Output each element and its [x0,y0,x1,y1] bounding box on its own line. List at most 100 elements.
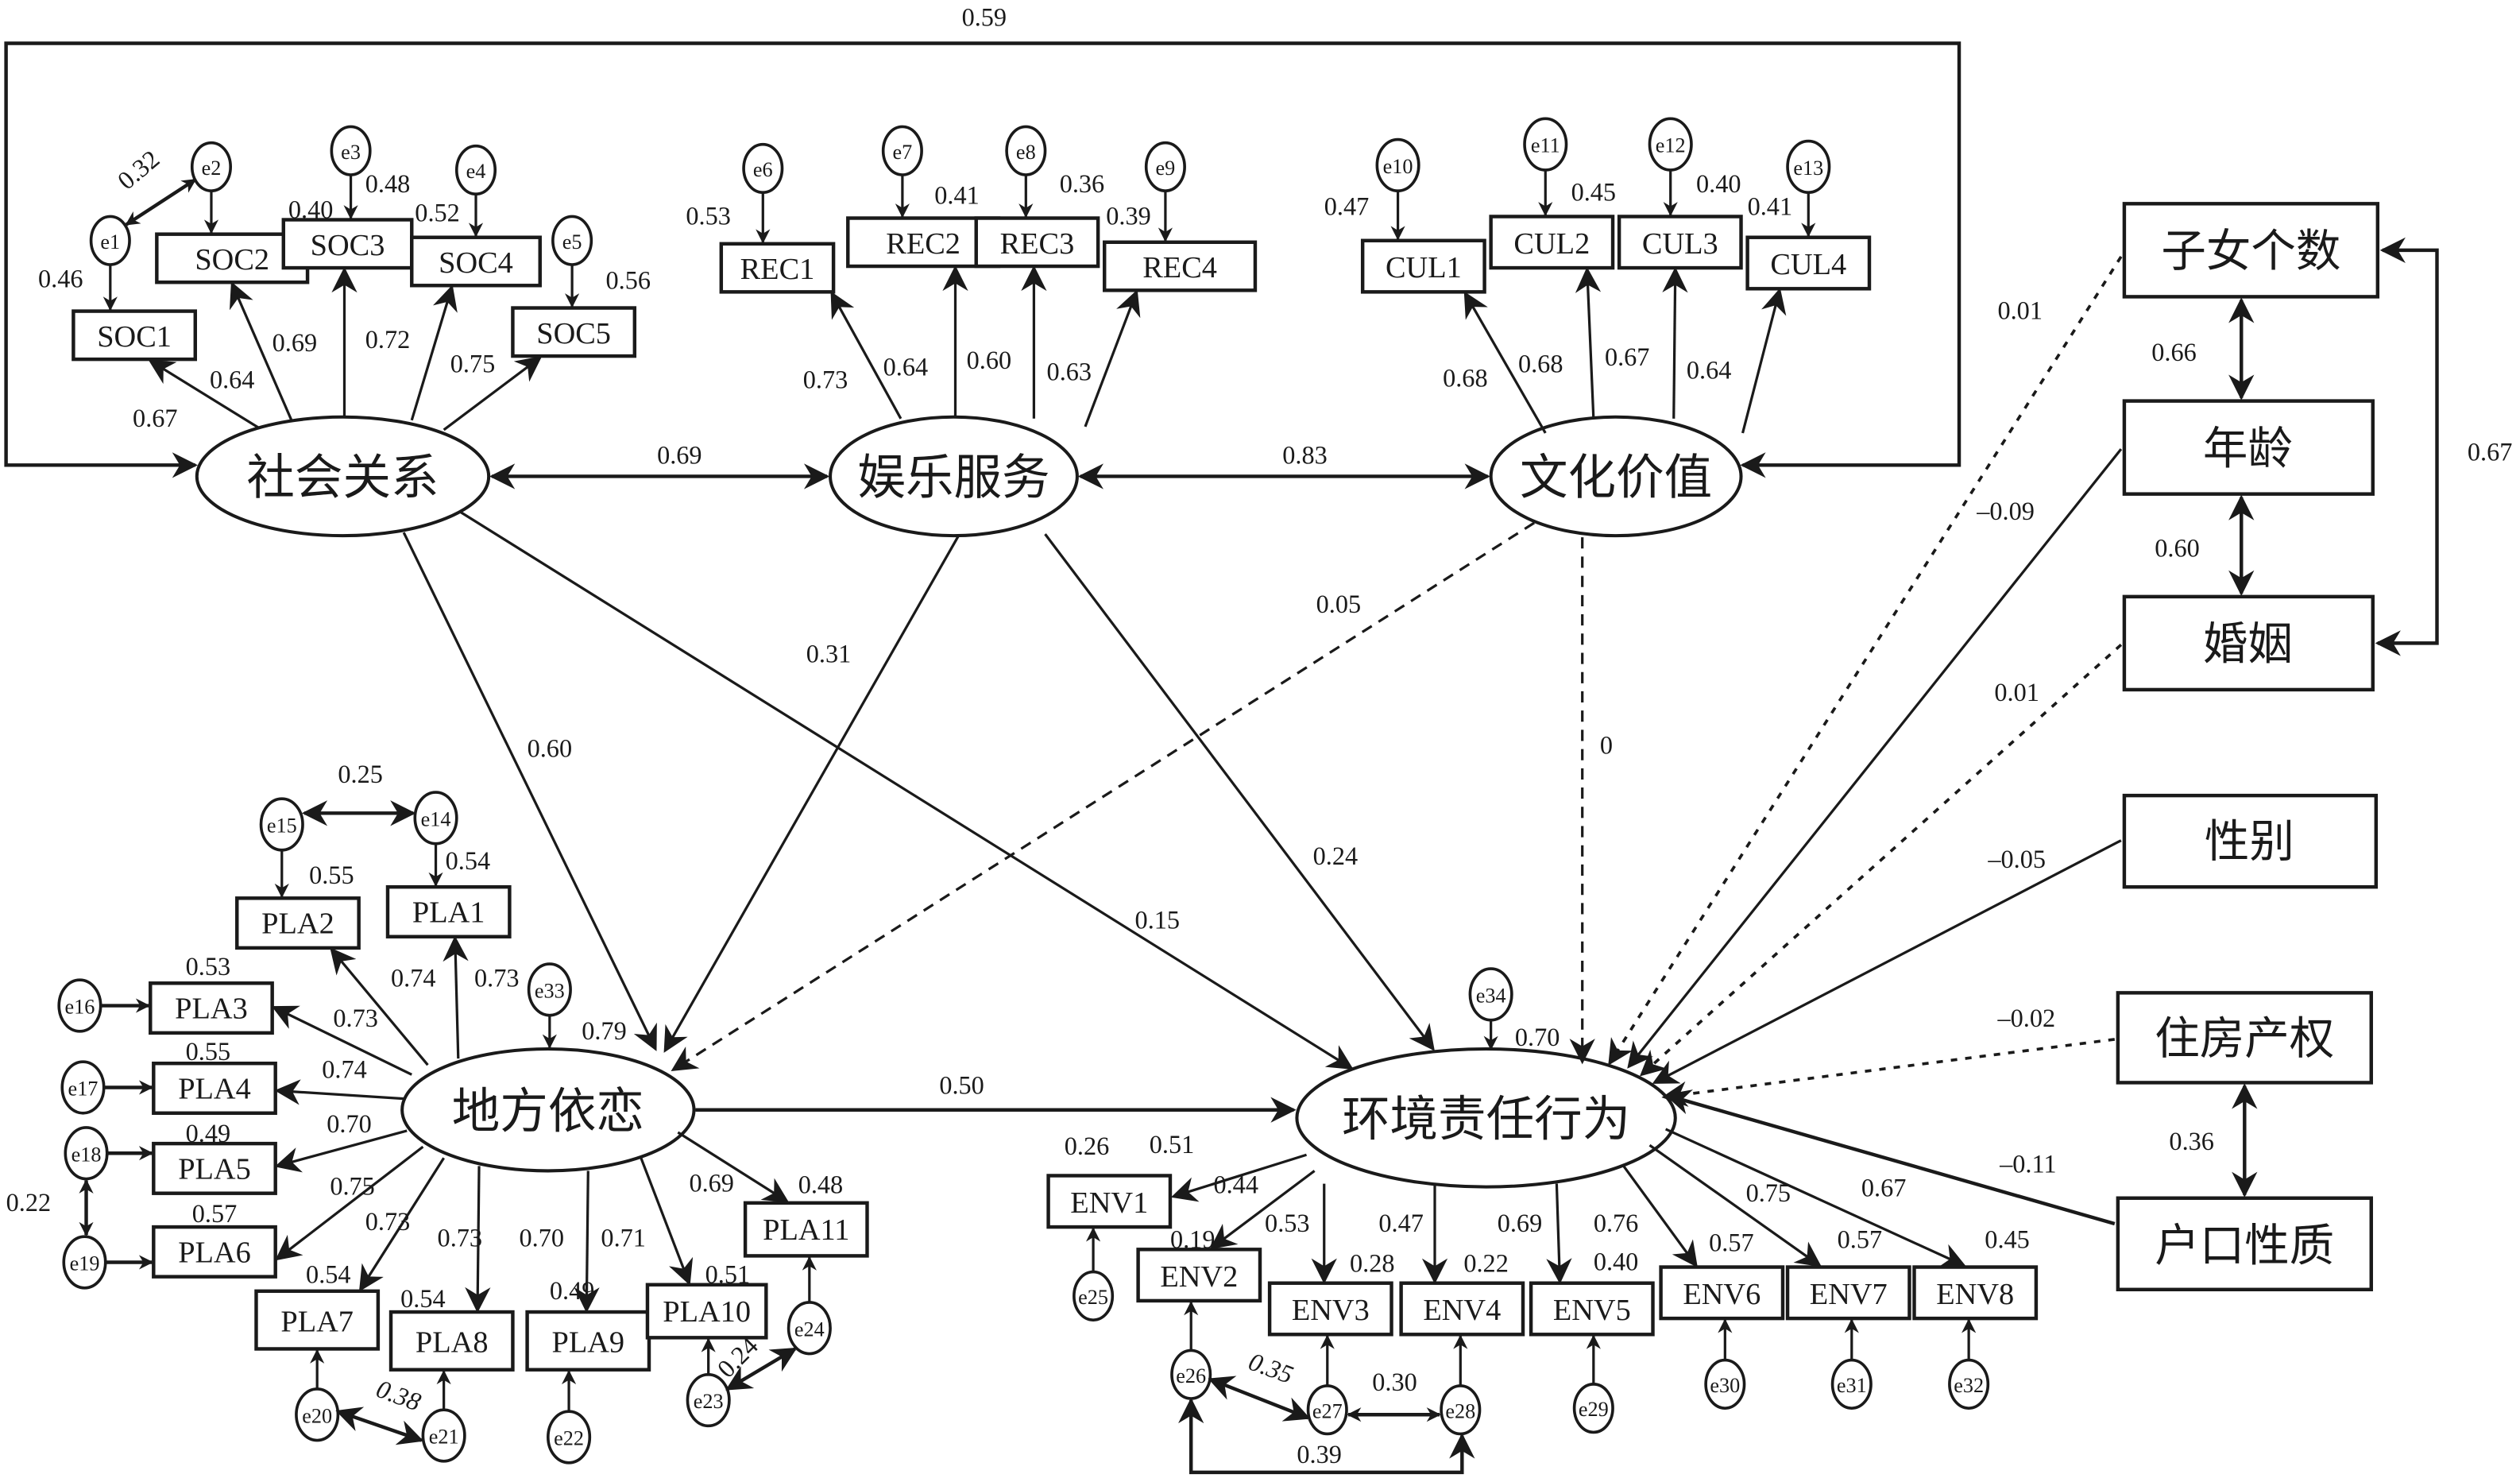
indicator-pla6[interactable]: PLA6 [152,1225,277,1279]
pla_indicators-1-error-label: e15 [267,815,297,838]
path-arrow [1627,448,2123,1069]
indicator-rec2[interactable]: REC2 [846,216,1001,269]
path-children-env: 0.01 [1997,296,2043,325]
indicator-pla5[interactable]: PLA5 [152,1141,277,1195]
control-marriage[interactable]: 婚姻 [2122,594,2375,692]
path-arrow [358,1157,445,1292]
r2-env6: 0.57 [1709,1228,1753,1256]
pla_indicators-6-name-label: PLA7 [280,1305,354,1338]
loading-env2: 0.44 [1213,1171,1258,1199]
indicator-soc1[interactable]: SOC1 [72,309,198,362]
latent-pla[interactable]: 地方依恋 [400,1047,696,1173]
pla-measurement: PLA1 PLA2 PLA3 PLA4 PLA5 PLA6 PLA7 PLA8 … [6,760,869,1465]
control-gender[interactable]: 性别 [2122,793,2379,889]
pla_indicators-2-error-label: e16 [65,996,95,1019]
control-age[interactable]: 年龄 [2122,399,2375,496]
soc_indicators-2-name-label: SOC3 [311,229,385,262]
control-hukou[interactable]: 户口性质 [2116,1196,2373,1292]
variable-box [1136,1248,1262,1303]
indicator-pla2[interactable]: PLA2 [235,896,361,950]
latent-env-label: 环境责任行为 [1342,1093,1630,1147]
env_indicators-5-name-label: ENV6 [1683,1278,1761,1311]
indicator-env2[interactable]: ENV2 [1136,1248,1262,1303]
path-pla-env: 0.50 [939,1071,984,1100]
indicator-soc3[interactable]: SOC3 [281,218,414,270]
r2-pla1: 0.54 [446,846,491,875]
r2-pla8: 0.54 [400,1284,446,1313]
indicator-pla8[interactable]: PLA8 [388,1310,515,1372]
indicator-pla9[interactable]: PLA9 [525,1310,651,1372]
error-e26: e26 [1170,1349,1212,1400]
path-arrow [1639,644,2123,1077]
indicator-pla1[interactable]: PLA1 [385,884,512,938]
indicator-cul4[interactable]: CUL4 [1745,235,1872,291]
latent-rec[interactable]: 娱乐服务 [829,415,1079,538]
r2-soc3: 0.48 [365,169,411,198]
soc_indicators-1-name-label: SOC2 [195,243,269,277]
error-e15: e15 [259,797,304,852]
r2-env3: 0.28 [1350,1249,1395,1278]
latent-env[interactable]: 环境责任行为 [1295,1047,1677,1189]
loading-soc2: 0.64 [210,365,255,393]
indicator-cul1[interactable]: CUL1 [1360,238,1486,294]
latent-cul[interactable]: 文化价值 [1489,415,1743,538]
controls-gender-label: 性别 [2205,818,2294,867]
latent-cul-label: 文化价值 [1520,452,1712,505]
r2-pla5: 0.49 [186,1119,230,1147]
cul_indicators-2-name-label: CUL3 [1642,227,1718,261]
soc_indicators-3-name-label: SOC4 [439,246,513,280]
path-arrow [1741,288,1787,434]
indicator-env7[interactable]: ENV7 [1785,1265,1911,1321]
indicator-soc4[interactable]: SOC4 [410,235,542,288]
control-children[interactable]: 子女个数 [2122,202,2380,299]
indicator-env6[interactable]: ENV6 [1659,1265,1785,1321]
indicator-env5[interactable]: ENV5 [1529,1281,1655,1337]
path-arrow [1208,1376,1311,1422]
path-soc-pla: 0.60 [528,734,573,763]
indicator-pla11[interactable]: PLA11 [743,1201,869,1258]
error-e21: e21 [421,1408,466,1463]
indicator-env3[interactable]: ENV3 [1267,1281,1393,1337]
indicator-cul3[interactable]: CUL3 [1617,215,1743,270]
loading-soc3: 0.69 [272,328,318,357]
path-arrow [1621,1163,1698,1268]
path-arrow [230,281,293,421]
loading-pla9: 0.70 [520,1223,565,1252]
r2-rec2: 0.41 [934,180,980,209]
indicator-rec1[interactable]: REC1 [719,242,836,294]
error-e8: e8 [1005,125,1047,176]
error-e24: e24 [787,1301,832,1356]
path-arrow [725,1347,798,1391]
soc_indicators-4-error-label: e5 [562,230,582,253]
indicator-env8[interactable]: ENV8 [1912,1265,2039,1321]
variable-box [525,1310,651,1372]
loading-pla6: 0.75 [330,1172,375,1201]
pla_indicators-0-name-label: PLA1 [412,896,485,930]
indicator-pla7[interactable]: PLA7 [254,1289,381,1351]
indicator-rec3[interactable]: REC3 [974,216,1100,269]
env_indicators-3-name-label: ENV4 [1423,1294,1501,1327]
path-arrow [1463,291,1547,434]
control-housing[interactable]: 住房产权 [2116,991,2373,1085]
error-e28: e28 [1440,1384,1482,1436]
indicator-env1[interactable]: ENV1 [1046,1174,1173,1229]
indicator-rec4[interactable]: REC4 [1102,240,1258,292]
r2-env5: 0.40 [1594,1248,1639,1276]
indicator-pla3[interactable]: PLA3 [149,981,274,1035]
soc_indicators-2-error-label: e3 [341,141,361,164]
indicator-pla4[interactable]: PLA4 [152,1061,277,1115]
path-arrow [671,521,1536,1072]
rec_indicators-3-name-label: REC4 [1142,251,1217,284]
indicator-env4[interactable]: ENV4 [1399,1281,1525,1337]
path-arrow [443,935,469,1059]
indicator-pla10[interactable]: PLA10 [645,1283,768,1340]
rec_indicators-1-name-label: REC2 [886,227,960,261]
indicator-cul2[interactable]: CUL2 [1489,215,1615,270]
error-e7: e7 [881,125,923,176]
error-e4: e4 [454,144,497,196]
r2-soc5: 0.56 [606,265,651,294]
path-arrow [125,178,197,226]
pla_indicators-8-error-label: e22 [554,1427,584,1450]
latent-soc[interactable]: 社会关系 [195,415,491,538]
indicator-soc5[interactable]: SOC5 [511,306,637,358]
